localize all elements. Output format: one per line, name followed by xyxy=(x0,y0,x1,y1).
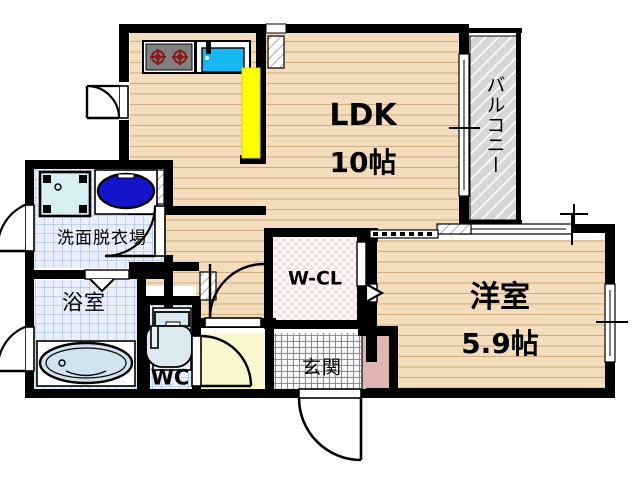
room-label-ldk-name: LDK xyxy=(329,98,397,133)
jamb-wc-east xyxy=(199,271,217,301)
door-bedroom-folding[interactable] xyxy=(364,282,385,304)
jamb-bedroom-north xyxy=(436,223,472,235)
washing-machine-icon xyxy=(38,170,92,218)
wall-washroom-west xyxy=(25,160,34,205)
door-kitchen-west[interactable] xyxy=(85,84,129,120)
bathtub-icon xyxy=(36,340,136,387)
floor-genkan xyxy=(272,333,361,391)
wall-stub-a xyxy=(168,206,186,215)
wall-washroom-east-b xyxy=(164,255,173,315)
wall-bath-west xyxy=(25,279,34,329)
wall-top xyxy=(128,24,468,33)
kitchen-sink-icon xyxy=(195,40,251,74)
wall-kitchen-divider-b xyxy=(256,62,266,160)
door-ldk-hall[interactable] xyxy=(204,262,265,328)
floor-hallway xyxy=(199,333,267,391)
closet-rail-dashed xyxy=(369,229,439,239)
room-label-bedroom-name: 洋室 xyxy=(470,280,530,315)
opening-wcl-east[interactable] xyxy=(356,241,367,287)
door-entrance[interactable] xyxy=(297,388,363,462)
wall-ldk-south-c xyxy=(265,228,371,237)
window-balcony-sliding[interactable] xyxy=(449,53,480,197)
door-bathroom-west[interactable] xyxy=(0,325,35,373)
wall-bedroom-west xyxy=(366,236,377,284)
wall-bedroom-east-b xyxy=(605,360,615,398)
wall-washroom-south-b xyxy=(145,270,173,279)
wash-basin-icon xyxy=(94,169,158,215)
wall-washroom-top xyxy=(25,160,173,169)
room-label-washroom: 洗面脱衣場 xyxy=(57,228,147,249)
wall-wcl-west xyxy=(264,228,273,328)
wall-ldk-south-b xyxy=(186,206,266,215)
window-kitchen xyxy=(265,23,287,34)
door-hall-wc[interactable] xyxy=(191,334,253,388)
balcony-rail-top xyxy=(466,28,522,33)
wall-bedroom-south xyxy=(366,388,614,398)
wall-block-mid xyxy=(145,262,173,274)
door-bathroom-inner[interactable] xyxy=(84,269,130,293)
window-bedroom-north[interactable] xyxy=(459,214,573,245)
gas-stove-icon xyxy=(142,40,196,74)
dimension-ticks xyxy=(560,204,588,226)
kitchen-counter xyxy=(241,67,261,159)
room-label-balcony: バルコニー xyxy=(483,75,506,175)
wall-stub-b xyxy=(358,326,390,336)
balcony-rail-east xyxy=(516,28,521,226)
wall-wc-south xyxy=(141,389,201,398)
wall-kitchen-west-b xyxy=(119,120,129,166)
window-bedroom-east[interactable] xyxy=(596,283,628,363)
door-washroom-inner[interactable] xyxy=(104,205,166,258)
wall-kitchen-divider xyxy=(256,33,266,65)
wall-kitchen-counter-base xyxy=(240,155,266,164)
balcony-rail-bottom xyxy=(466,220,522,226)
wall-bath-west-b xyxy=(25,370,34,398)
wall-washroom-east xyxy=(164,160,173,210)
room-label-wcl: W-CL xyxy=(287,267,343,290)
wall-genkan-west xyxy=(265,326,274,392)
room-label-genkan: 玄関 xyxy=(301,356,343,379)
wall-hall-south xyxy=(199,389,299,398)
fixtures xyxy=(36,40,261,387)
floor-bedroom xyxy=(377,240,605,392)
wall-wc-top xyxy=(141,296,201,305)
jamb-kitchen xyxy=(267,35,285,69)
room-label-ldk-area: 10帖 xyxy=(329,146,397,179)
room-label-wc: WC xyxy=(150,365,190,390)
floor-wcl-closet xyxy=(268,236,361,324)
wall-bedroom-east xyxy=(605,228,615,284)
doors[interactable] xyxy=(0,84,385,462)
wall-bath-south xyxy=(25,389,145,398)
toilet-icon xyxy=(145,307,193,371)
wall-kitchen-west xyxy=(119,24,129,82)
room-label-bedroom-area: 5.9帖 xyxy=(461,327,539,360)
wall-genkan-east xyxy=(389,326,398,398)
wall-wcl-south xyxy=(264,320,366,329)
windows[interactable] xyxy=(147,23,628,363)
door-washroom-west[interactable] xyxy=(0,203,35,253)
room-label-bathroom: 浴室 xyxy=(62,290,106,315)
wall-washroom-west-b xyxy=(25,250,34,280)
